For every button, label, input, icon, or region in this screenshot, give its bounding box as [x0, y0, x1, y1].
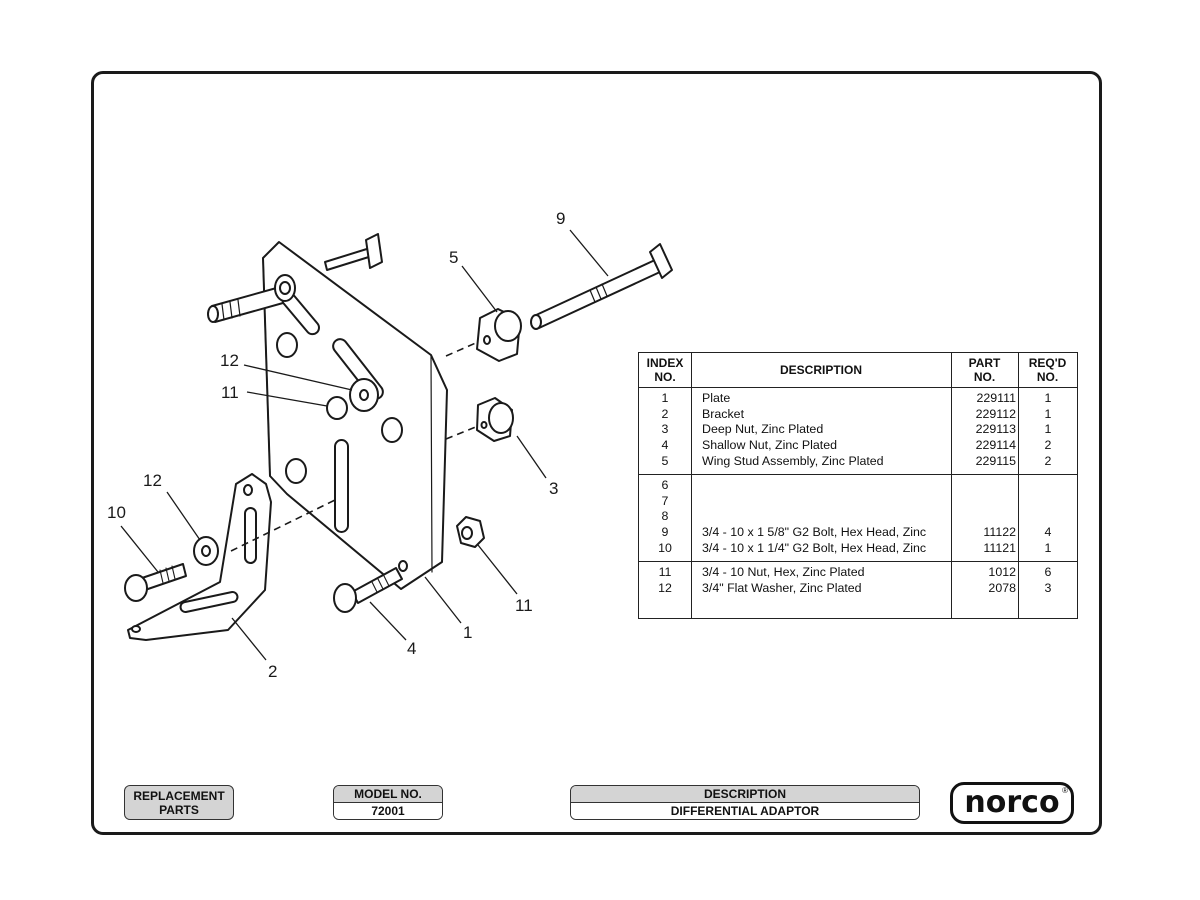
- callout-5: 9: [556, 209, 565, 228]
- table-row: 8: [661, 509, 669, 524]
- description-label: DESCRIPTION: [571, 786, 919, 802]
- front-wing-stud: [207, 274, 296, 323]
- callout-12-upper: 12: [220, 351, 239, 370]
- callout-2: 2: [268, 662, 277, 681]
- registered-mark: ®: [1062, 786, 1068, 795]
- callout-3: 3: [549, 479, 558, 498]
- callout-11-upper: 11: [221, 383, 239, 402]
- leader-lines: [120, 229, 609, 661]
- model-no-label: MODEL NO.: [334, 786, 442, 802]
- norco-logo: norco ®: [950, 782, 1074, 824]
- header-reqd-no: REQ'D NO.: [1028, 356, 1067, 384]
- header-part-no: PART NO.: [968, 356, 1001, 384]
- header-description: DESCRIPTION: [779, 363, 862, 377]
- rear-wing-stud: [324, 233, 383, 271]
- parts-table: INDEX NO. DESCRIPTION PART NO. REQ'D NO.…: [638, 352, 1078, 619]
- alignment-lines: [230, 341, 479, 552]
- washer-12-lower: [193, 536, 219, 566]
- brand-name: norco: [964, 785, 1060, 820]
- replacement-parts-label: REPLACEMENT PARTS: [124, 785, 234, 820]
- washer-12-upper: [349, 378, 379, 412]
- description-value: DIFFERENTIAL ADAPTOR: [571, 802, 919, 819]
- deep-nut-3: [476, 397, 514, 442]
- callout-4: 5: [449, 248, 458, 267]
- model-no-value: 72001: [334, 802, 442, 819]
- wing-stud-5: [530, 243, 673, 330]
- nut-11-lower: [456, 516, 485, 548]
- bolt-9: [333, 567, 403, 613]
- callout-12-lower: 12: [143, 471, 162, 490]
- callout-9: 4: [407, 639, 416, 658]
- shallow-nut-4: [476, 308, 522, 362]
- bracket-2: [127, 473, 272, 641]
- table-row: 6: [661, 478, 669, 492]
- bolt-10: [124, 563, 187, 602]
- model-no-box: MODEL NO. 72001: [333, 785, 443, 820]
- callout-1: 1: [463, 623, 472, 642]
- nut-11-upper: [326, 396, 348, 420]
- callout-10: 10: [107, 503, 126, 522]
- description-box: DESCRIPTION DIFFERENTIAL ADAPTOR: [570, 785, 920, 820]
- header-index: INDEX NO.: [646, 356, 684, 384]
- table-row: 7: [661, 493, 669, 508]
- callout-11-lower: 11: [515, 596, 533, 615]
- drawing-frame: [91, 71, 1102, 835]
